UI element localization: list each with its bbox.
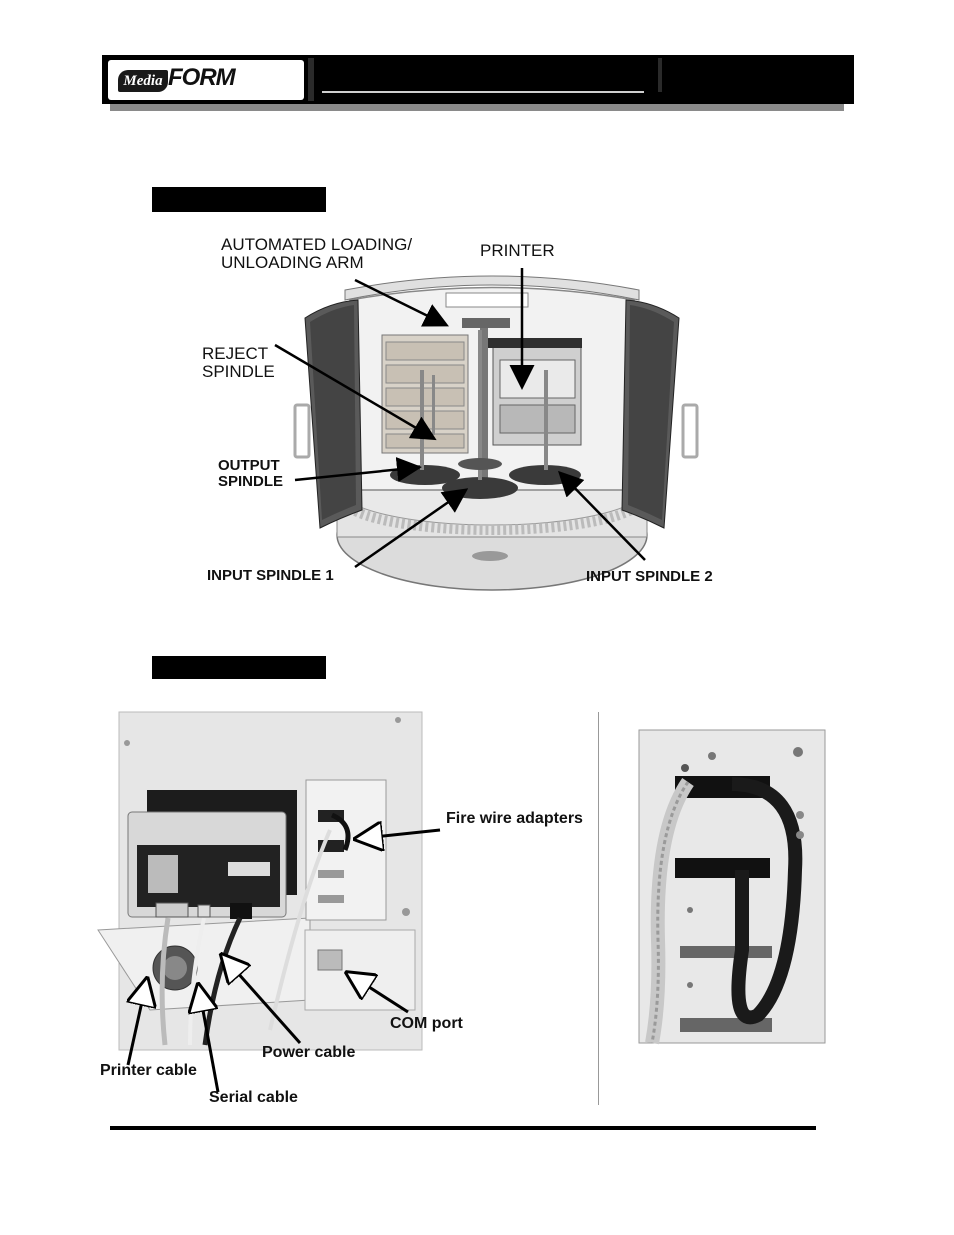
label-com-port: COM port (390, 1015, 463, 1032)
label-reject-spindle: REJECT SPINDLE (202, 344, 275, 381)
label-loading-arm: AUTOMATED LOADING/ UNLOADING ARM (221, 235, 413, 272)
header-separator (658, 58, 662, 92)
label-printer: PRINTER (480, 241, 555, 260)
header-shadow (110, 104, 844, 111)
figure-divider (598, 712, 599, 1105)
section-heading-redacted (152, 187, 326, 212)
logo-media-badge: Media (118, 70, 168, 92)
front-view-illustration (274, 268, 699, 591)
section-heading-redacted (152, 656, 326, 679)
label-firewire-adapters: Fire wire adapters (446, 810, 583, 827)
label-input-spindle-2: INPUT SPINDLE 2 (586, 568, 713, 585)
label-power-cable: Power cable (262, 1044, 356, 1061)
header-separator (308, 58, 314, 101)
header-title-underline (322, 91, 644, 93)
label-output-spindle: OUTPUT SPINDLE (218, 457, 284, 490)
label-input-spindle-1: INPUT SPINDLE 1 (207, 567, 334, 584)
label-printer-cable: Printer cable (100, 1062, 197, 1079)
label-serial-cable: Serial cable (209, 1089, 298, 1106)
footer-rule (110, 1126, 816, 1130)
logo-form-text: FORM (168, 64, 236, 91)
